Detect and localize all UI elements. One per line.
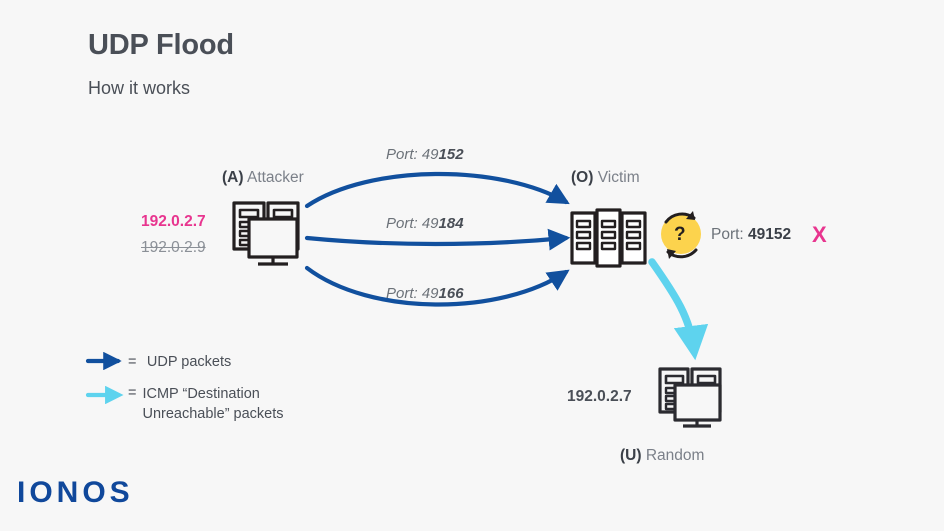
legend-equals-udp: = (128, 354, 137, 370)
legend-label-icmp: ICMP “Destination Unreachable” packets (142, 386, 284, 422)
legend-equals-icmp: = (128, 385, 137, 401)
packet-port-label-bottom: Port: 49166 (386, 285, 464, 302)
victim-port-closed-x-icon: X (812, 222, 827, 247)
attacker-spoofed-ip: 192.0.2.7 (141, 213, 206, 230)
packet-port-prefix-middle: Port: 49 (386, 215, 439, 232)
ionos-logo: IONOS (17, 476, 134, 509)
udp-packet-arrow-top (304, 171, 570, 209)
attacker-label: (A) Attacker (222, 169, 304, 187)
victim-port-prefix: Port: (711, 226, 749, 243)
random-host-computer-icon (658, 367, 722, 428)
random-host-ip: 192.0.2.7 (567, 388, 632, 405)
udp-packet-arrow-middle (304, 228, 571, 251)
page-title: UDP Flood (88, 29, 234, 61)
victim-port-label: Port: 49152 (711, 226, 791, 244)
victim-label: (O) Victim (571, 169, 640, 187)
attacker-real-ip: 192.0.2.9 (141, 239, 206, 256)
packet-port-label-top: Port: 49152 (386, 146, 464, 163)
packet-port-prefix-bottom: Port: 49 (386, 285, 439, 302)
legend-label-udp: UDP packets (146, 354, 232, 370)
packet-port-suffix-top: 152 (438, 146, 464, 163)
victim-badge-question-glyph: ? (674, 224, 686, 245)
legend-item-icmp: = ICMP “Destination Unreachable” packets (128, 385, 284, 424)
victim-port-value: 49152 (748, 226, 792, 243)
page-subtitle: How it works (88, 78, 191, 98)
attacker-label-name: Attacker (246, 169, 304, 186)
packet-port-prefix-top: Port: 49 (386, 146, 439, 163)
victim-label-tag: (O) (571, 169, 594, 186)
legend-item-udp: = UDP packets (128, 353, 231, 373)
packet-port-label-middle: Port: 49184 (386, 215, 464, 232)
packet-port-suffix-middle: 184 (438, 215, 464, 232)
victim-server-icon (570, 208, 647, 268)
packet-port-suffix-bottom: 166 (438, 285, 464, 302)
random-host-label: (U) Random (620, 447, 704, 465)
icmp-unreachable-arrow (648, 258, 709, 361)
random-host-label-tag: (U) (620, 447, 642, 464)
attacker-computer-icon (232, 201, 300, 266)
attacker-label-tag: (A) (222, 169, 244, 186)
random-host-label-name: Random (645, 447, 705, 464)
victim-label-name: Victim (597, 169, 640, 186)
